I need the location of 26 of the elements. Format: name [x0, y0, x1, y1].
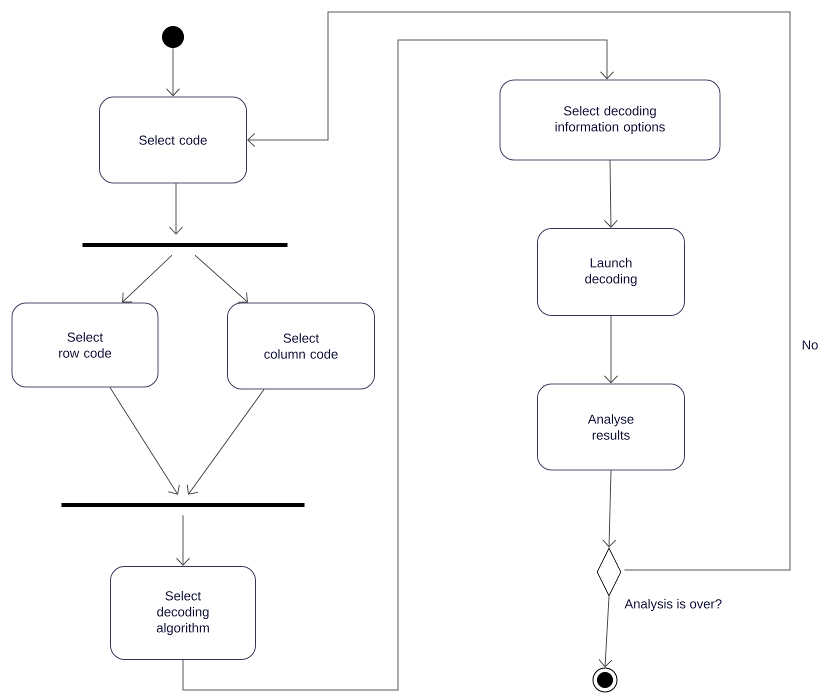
arrow: [182, 40, 614, 690]
arrow: [186, 389, 264, 495]
arrow: [604, 160, 618, 228]
action-box: Launch decoding: [537, 228, 685, 316]
initial-node: [162, 26, 184, 48]
arrow: [166, 48, 180, 96]
action-box: Select decoding algorithm: [110, 566, 256, 660]
arrow: [604, 316, 618, 384]
arrow: [602, 470, 616, 548]
arrow: [122, 254, 172, 302]
arrow: [194, 254, 248, 303]
final-node: [592, 668, 618, 692]
arrow: [169, 183, 183, 235]
action-box: Select row code: [12, 302, 158, 388]
arrow: [176, 514, 190, 566]
arrow: [110, 387, 180, 495]
arrow: [598, 596, 612, 668]
decision-label: Analysis is over?: [624, 598, 722, 612]
sync-bar: [82, 243, 288, 247]
arrow: [247, 12, 790, 570]
action-box: Select column code: [227, 302, 375, 390]
action-box: Analyse results: [537, 384, 685, 470]
action-box: Select decoding information options: [500, 80, 720, 160]
action-box: Select code: [99, 96, 247, 184]
edge-label: No: [800, 339, 820, 351]
sync-bar: [62, 503, 304, 507]
